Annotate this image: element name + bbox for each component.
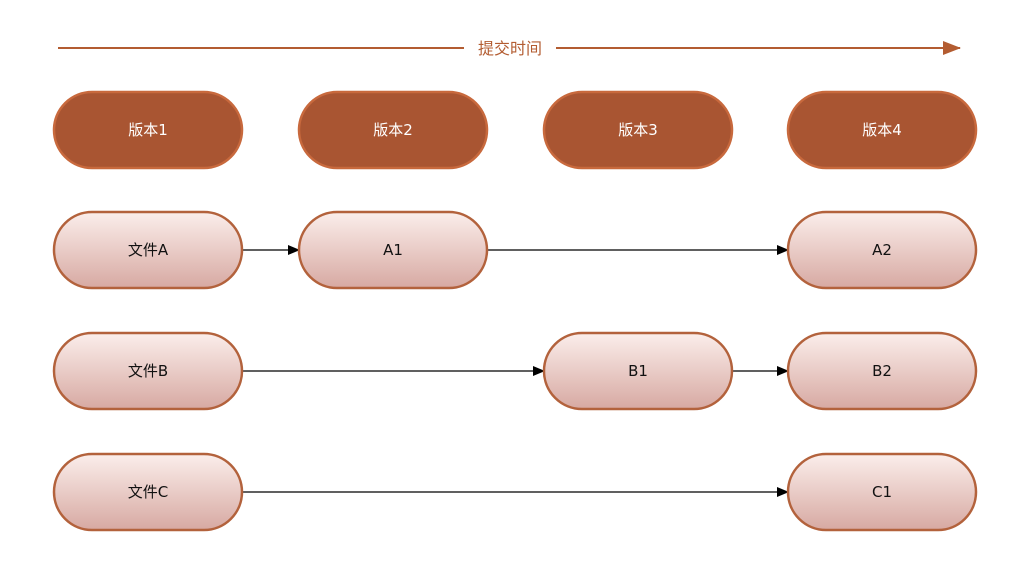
node-a1-shape <box>297 210 489 290</box>
file-c: 文件C <box>52 452 244 532</box>
version-4: 版本4 <box>786 90 978 170</box>
file-a-shape <box>52 210 244 290</box>
node-b1: B1 <box>542 331 734 411</box>
file-c-label: 文件C <box>128 483 168 501</box>
node-b1-label: B1 <box>628 362 648 380</box>
version-4-shape <box>786 90 978 170</box>
version-1: 版本1 <box>52 90 244 170</box>
node-a1-label: A1 <box>383 241 403 259</box>
file-b-label: 文件B <box>128 362 168 380</box>
node-b2: B2 <box>786 331 978 411</box>
version-2-shape <box>297 90 489 170</box>
node-a2-shape <box>786 210 978 290</box>
version-4-label: 版本4 <box>862 121 902 139</box>
file-b-shape <box>52 331 244 411</box>
node-c1-label: C1 <box>872 483 892 501</box>
file-a-label: 文件A <box>128 241 169 259</box>
timeline: 提交时间 <box>58 39 961 58</box>
node-b1-shape <box>542 331 734 411</box>
node-b2-label: B2 <box>872 362 892 380</box>
node-a1: A1 <box>297 210 489 290</box>
file-a: 文件A <box>52 210 244 290</box>
version-1-label: 版本1 <box>128 121 168 139</box>
nodes-layer: 文件A A1 A2 文件B B1 B2 文件C C1 <box>52 210 978 532</box>
file-c-shape <box>52 452 244 532</box>
node-b2-shape <box>786 331 978 411</box>
version-1-shape <box>52 90 244 170</box>
version-2-label: 版本2 <box>373 121 413 139</box>
arrows-layer <box>242 245 789 497</box>
node-c1-shape <box>786 452 978 532</box>
versions-layer: 版本1 版本2 版本3 版本4 <box>52 90 978 170</box>
timeline-label: 提交时间 <box>478 39 542 58</box>
node-a2-label: A2 <box>872 241 892 259</box>
version-3-shape <box>542 90 734 170</box>
node-c1: C1 <box>786 452 978 532</box>
node-a2: A2 <box>786 210 978 290</box>
file-b: 文件B <box>52 331 244 411</box>
version-2: 版本2 <box>297 90 489 170</box>
version-3: 版本3 <box>542 90 734 170</box>
version-3-label: 版本3 <box>618 121 658 139</box>
